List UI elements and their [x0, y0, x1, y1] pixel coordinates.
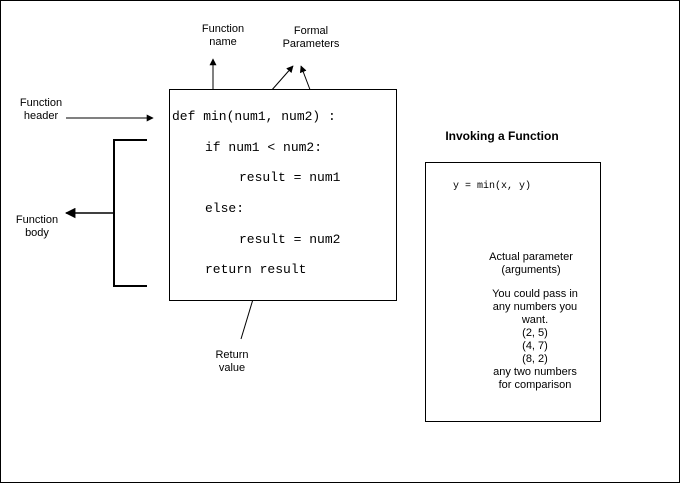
code-line-else: else: — [205, 201, 245, 216]
note-line: You could pass in — [492, 288, 578, 300]
code-line-result-1: result = num1 — [239, 170, 341, 185]
function-definition-box — [169, 89, 397, 301]
actual-parameter-label: Actual parameter (arguments) — [489, 251, 573, 276]
note-line: (4, 7) — [522, 340, 548, 352]
note-line: want. — [521, 314, 549, 326]
note-line: any numbers you — [492, 301, 578, 313]
code-line-return: return result — [205, 262, 307, 277]
note-line: for comparison — [498, 379, 572, 391]
note-line: (8, 2) — [522, 353, 548, 365]
invoking-title: Invoking a Function — [445, 129, 559, 143]
note-line: any two numbers — [493, 366, 577, 378]
function-header-label: Function header — [19, 97, 63, 122]
return-value-label: Return value — [215, 349, 249, 374]
function-name-label: Function name — [201, 23, 245, 48]
formal-parameters-label: Formal Parameters — [282, 25, 340, 50]
function-body-bracket — [113, 139, 147, 287]
invocation-notes: You could pass in any numbers you want. … — [465, 288, 605, 392]
code-line-header: def min(num1, num2) : — [172, 109, 336, 124]
code-line-result-2: result = num2 — [239, 232, 341, 247]
invocation-call: y = min(x, y) — [453, 181, 532, 192]
invocation-box — [425, 162, 601, 422]
code-line-if: if num1 < num2: — [205, 140, 323, 155]
function-body-label: Function body — [15, 214, 59, 239]
note-line: (2, 5) — [522, 327, 548, 339]
